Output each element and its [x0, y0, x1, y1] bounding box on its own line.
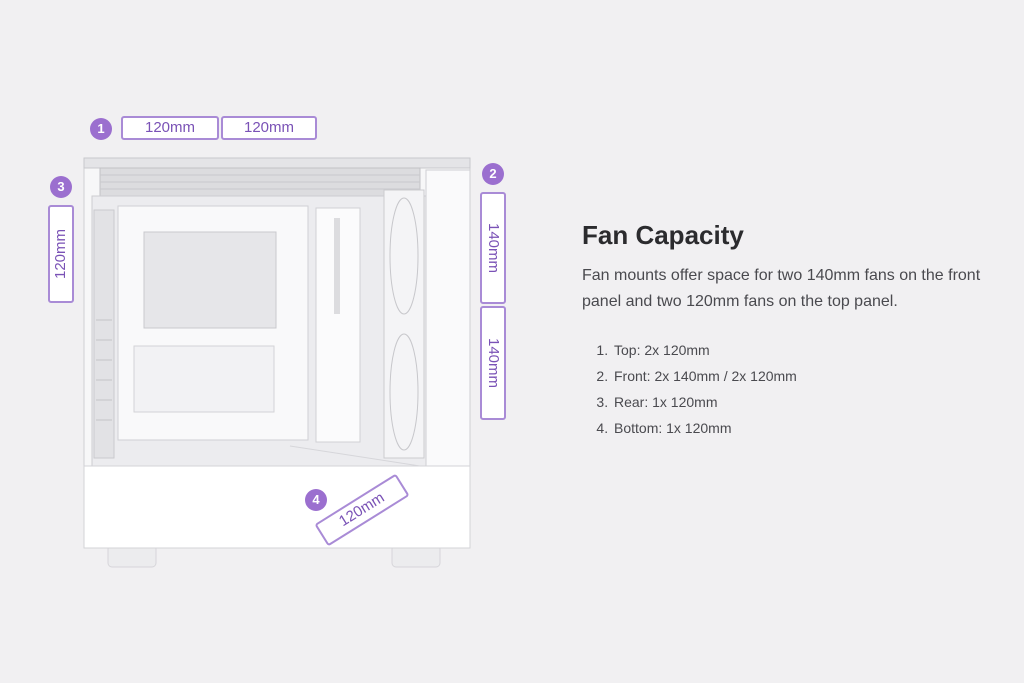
callout-rear-size: 120mm — [48, 205, 74, 303]
callout-bottom-number: 4 — [305, 489, 327, 511]
callout-front-size-1: 140mm — [480, 192, 506, 304]
callout-front-size-2: 140mm — [480, 306, 506, 420]
callout-top-number: 1 — [90, 118, 112, 140]
list-item: Bottom: 1x 120mm — [612, 415, 1002, 441]
info-title: Fan Capacity — [582, 220, 744, 250]
callout-rear-size-label: 120mm — [52, 228, 69, 280]
callout-top-size-2: 120mm — [221, 116, 317, 140]
list-item: Rear: 1x 120mm — [612, 389, 1002, 415]
callout-front-size-2-label: 140mm — [485, 337, 502, 389]
callout-top-size-1: 120mm — [121, 116, 219, 140]
list-item: Top: 2x 120mm — [612, 337, 1002, 363]
callout-front-number: 2 — [482, 163, 504, 185]
info-panel: Fan Capacity Fan mounts offer space for … — [582, 220, 1002, 441]
fan-capacity-list: Top: 2x 120mm Front: 2x 140mm / 2x 120mm… — [582, 337, 1002, 441]
list-item: Front: 2x 140mm / 2x 120mm — [612, 363, 1002, 389]
pc-case-image — [83, 157, 471, 568]
info-description: Fan mounts offer space for two 140mm fan… — [582, 267, 981, 310]
case-illustration — [83, 157, 471, 568]
callout-front-size-1-label: 140mm — [485, 222, 502, 274]
callout-rear-number: 3 — [50, 176, 72, 198]
